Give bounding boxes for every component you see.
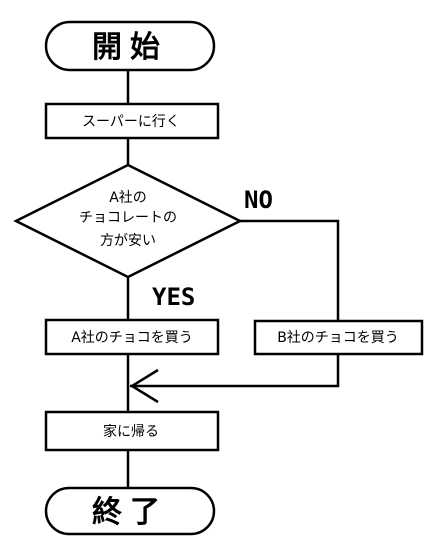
process-go-super-label: スーパーに行く <box>82 114 180 130</box>
process-go-home: 家に帰る <box>44 410 220 452</box>
branch-no-label: NO <box>244 186 273 214</box>
decision-line-2: チョコレートの <box>79 210 177 226</box>
connector-decision-no <box>239 219 340 321</box>
process-go-home-label: 家に帰る <box>103 423 159 440</box>
start-label: 開始 <box>92 30 168 65</box>
process-buy-a: A社のチョコを買う <box>44 318 220 356</box>
process-buy-b-label: B社のチョコを買う <box>277 330 399 346</box>
decision-line-1: A社の <box>109 190 147 206</box>
branch-yes-label: YES <box>152 283 195 311</box>
start-terminal: 開始 <box>44 20 216 72</box>
process-go-super: スーパーに行く <box>44 102 220 140</box>
decision-diamond: A社の チョコレートの 方が安い <box>13 163 243 279</box>
decision-line-3: 方が安い <box>100 233 156 249</box>
connector-buy-b-merge <box>130 354 340 388</box>
process-buy-a-label: A社のチョコを買う <box>71 330 193 346</box>
merge-arrow-icon <box>129 368 159 404</box>
connectors <box>126 70 340 488</box>
process-buy-b: B社のチョコを買う <box>253 319 424 356</box>
end-label: 終了 <box>92 495 168 530</box>
end-terminal: 終了 <box>44 486 216 536</box>
